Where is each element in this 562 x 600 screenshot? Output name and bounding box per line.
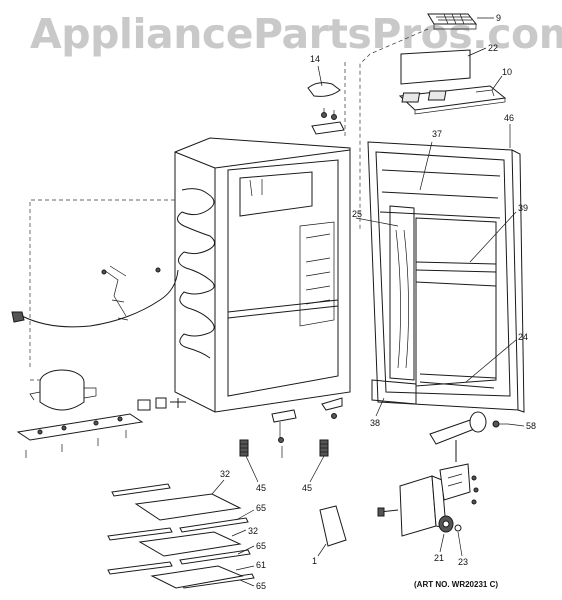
callout-32-top: 32 [220,469,230,479]
callout-22: 22 [488,43,498,53]
freezer-door-panel [400,49,471,85]
callout-14: 14 [310,54,320,64]
leader-lines [211,17,525,587]
callout-46: 46 [504,113,514,123]
door-assembly [367,141,525,413]
bottom-hinge [271,397,343,458]
hinge-cap [307,82,341,97]
glass-shelf-middle [138,531,242,557]
glass-shelf-bottom [150,565,244,589]
callout-65-bottom: 65 [256,581,266,591]
callout-45-left: 45 [256,483,266,493]
relay-overload [137,397,186,411]
callout-65-top: 65 [256,503,266,513]
callout-24: 24 [518,332,528,342]
callout-25: 25 [352,209,362,219]
callout-61: 61 [256,560,266,570]
door-handle [429,411,508,462]
instruction-booklet [319,505,347,547]
callout-9: 9 [496,13,501,23]
callout-32-middle: 32 [248,526,258,536]
art-number: (ART NO. WR20231 C) [414,580,499,589]
callout-38: 38 [370,418,380,428]
refrigerator-cabinet [174,137,351,413]
watermark-logo: AppliancePartsPros.com [30,10,562,58]
leveling-leg-right [319,439,329,457]
evaporator-freezer-shelf [398,85,507,115]
callout-10: 10 [502,67,512,77]
callout-1: 1 [312,556,317,566]
callout-21: 21 [434,553,444,563]
compressor [29,369,97,411]
top-hinge [311,108,345,135]
callout-37: 37 [432,129,442,139]
knob-clip [454,524,462,532]
callout-45-right: 45 [302,483,312,493]
leveling-leg-left [239,439,249,457]
compressor-base-plate [16,413,144,458]
glass-shelf-top [134,493,242,521]
callout-65-middle: 65 [256,541,266,551]
thermostat [377,463,479,517]
callout-39: 39 [518,203,528,213]
power-cord [11,265,179,328]
thermostat-knob [438,515,454,533]
callout-23: 23 [458,557,468,567]
callout-58: 58 [526,421,536,431]
ice-tray [427,13,478,30]
